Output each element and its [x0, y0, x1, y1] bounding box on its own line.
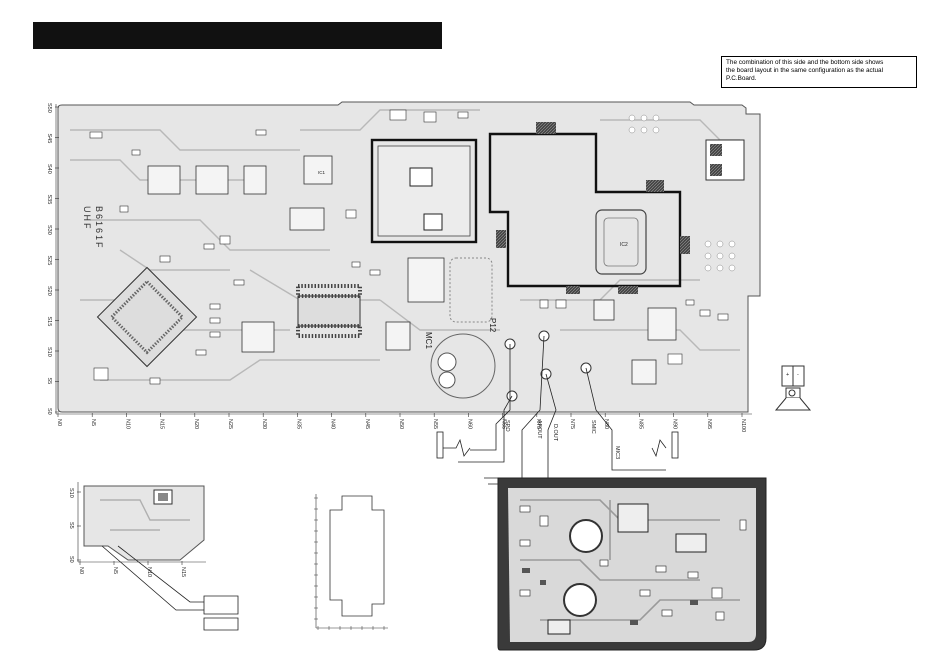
ic-block — [631, 359, 657, 385]
flex-board-x-tick-label: N15 — [180, 567, 186, 577]
note-line-1: The combination of this side and the bot… — [726, 59, 884, 66]
main-board-x-tick-label: N75 — [569, 419, 575, 429]
flex-board-x-tick-label: N10 — [146, 567, 152, 577]
main-board-x-tick-label: N40 — [330, 419, 336, 429]
main-board-x-tick-label: N45 — [364, 419, 370, 429]
board-model-text: B6161F — [94, 206, 104, 250]
flex-board-x-tick-label: N0 — [78, 567, 84, 574]
main-board-x-tick-label: N20 — [193, 419, 199, 429]
main-board-x-tick-label: N90 — [672, 419, 678, 429]
main-board-y-tick-label: S15 — [46, 317, 52, 327]
connector-designator: P12 — [488, 318, 497, 333]
mic-designator: MC1 — [424, 332, 433, 349]
main-board-y-tick-label: S45 — [46, 134, 52, 144]
microphone-footprint — [430, 257, 496, 399]
ic-block — [147, 165, 181, 195]
main-board-y-tick-label: S10 — [46, 347, 52, 357]
main-board-y-tick-label: S35 — [46, 195, 52, 205]
main-board-y-tick-label: S25 — [46, 256, 52, 266]
main-board-x-tick-label: N85 — [637, 419, 643, 429]
main-board-x-tick-label: N60 — [466, 419, 472, 429]
ic-block — [195, 165, 229, 195]
main-board-y-tick-label: S5 — [46, 378, 52, 385]
qfp-processor-ic — [96, 266, 198, 368]
main-board: B6161F UHF MC1 P12 IC1 IC2 — [57, 101, 761, 413]
shield-case-right — [488, 122, 690, 294]
ic-block — [385, 321, 411, 351]
wire-label-mic3: MIC3 — [614, 446, 620, 459]
main-board-x-tick-label: N95 — [706, 419, 712, 429]
audio-wiring — [436, 335, 679, 485]
wire-label-spo: SPO — [504, 420, 510, 432]
middle-board-outline — [314, 494, 388, 630]
soic-ic — [296, 284, 362, 338]
main-board-x-tick-label: N100 — [740, 419, 746, 432]
note-line-3: P.C.Board. — [726, 75, 757, 83]
main-board-x-tick-label: N25 — [227, 419, 233, 429]
main-board-x-tick-label: N30 — [261, 419, 267, 429]
note-line-2: the board layout in the same configurati… — [726, 67, 884, 75]
wire-label-smic: SMIC — [590, 420, 596, 434]
bottom-board — [497, 477, 767, 651]
main-board-x-tick-label: N0 — [56, 419, 62, 426]
ic-block — [289, 207, 325, 231]
ic-block — [243, 165, 267, 195]
battery-connector — [705, 139, 745, 181]
flex-board-y-ticks: S0 S5 S10 — [68, 488, 81, 563]
wire-label-afout: AFOUT — [536, 420, 542, 439]
main-board-x-tick-label: N55 — [432, 419, 438, 429]
ic-block — [647, 307, 677, 341]
main-board-y-tick-label: S50 — [46, 103, 52, 113]
board-band-text: UHF — [82, 206, 92, 231]
main-board-x-tick-label: N80 — [603, 419, 609, 429]
main-board-y-tick-label: S20 — [46, 286, 52, 296]
flex-board-y-tick-label: S10 — [68, 488, 74, 498]
title-bar — [33, 22, 442, 49]
ic-block — [407, 257, 445, 303]
main-board-x-tick-label: N50 — [398, 419, 404, 429]
main-board-y-tick-label: S40 — [46, 164, 52, 174]
main-board-x-tick-label: N15 — [159, 419, 165, 429]
main-board-x-tick-label: N70 — [535, 419, 541, 429]
speaker-plus: + — [786, 372, 789, 378]
speaker-minus: - — [797, 372, 799, 378]
ic-if-designator: IC2 — [620, 242, 628, 248]
main-board-x-tick-label: N10 — [124, 419, 130, 429]
main-board-y-tick-label: S0 — [46, 408, 52, 415]
main-board-y-tick-label: S30 — [46, 225, 52, 235]
ic-main-designator: IC1 — [318, 170, 326, 175]
shield-case-left — [370, 138, 478, 244]
flex-board-y-tick-label: S5 — [68, 522, 74, 529]
main-board-x-tick-label: N35 — [295, 419, 301, 429]
ic-block — [303, 155, 333, 185]
ic-block — [593, 299, 615, 321]
flex-board — [77, 482, 239, 631]
board-note: The combination of this side and the bot… — [721, 56, 917, 88]
speaker-symbol — [774, 365, 812, 411]
main-board-y-ticks: S0 S5 S10 S15 S20 S25 S30 S35 S40 S45 S50 — [46, 103, 59, 415]
wire-label-dout: D.OUT — [552, 424, 558, 442]
flex-board-x-ticks: N0 N5 N10 N15 — [78, 561, 186, 577]
flex-board-y-tick-label: S0 — [68, 556, 74, 563]
flex-board-x-tick-label: N5 — [112, 567, 118, 574]
ic-block — [241, 321, 275, 353]
main-board-x-tick-label: N5 — [90, 419, 96, 426]
